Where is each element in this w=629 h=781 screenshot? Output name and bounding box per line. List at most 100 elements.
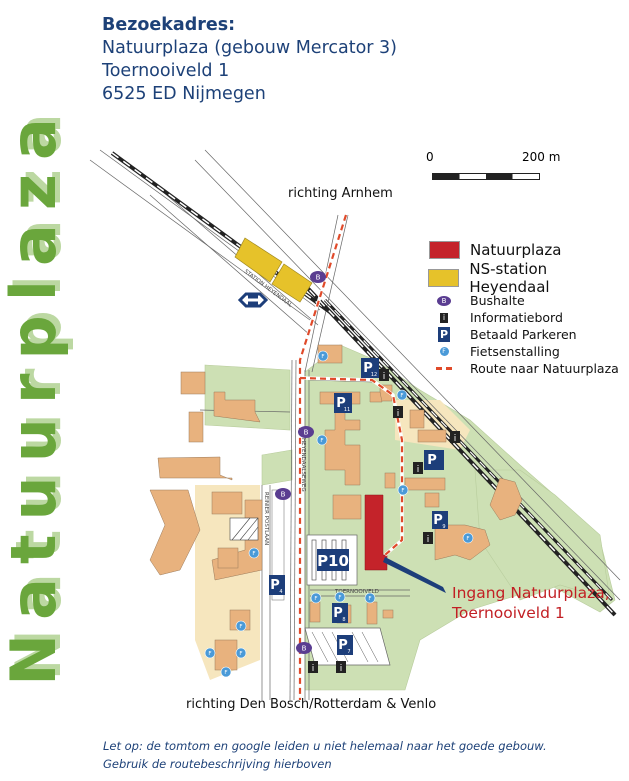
legend-label: NS-station Heyendaal: [469, 260, 550, 296]
bicycle-parking-label: F: [466, 536, 469, 542]
bicycle-parking-label: F: [321, 354, 324, 360]
parking-number: 7: [347, 649, 350, 655]
parking-icon[interactable]: [337, 635, 353, 655]
bicycle-parking-label: F: [320, 438, 323, 444]
bicycle-parking-icon[interactable]: [204, 647, 216, 659]
street-label: REINIER POSTLAAN: [263, 492, 269, 545]
info-board-label: i: [397, 409, 400, 419]
bicycle-parking-icon[interactable]: [220, 666, 232, 678]
bicycle-parking-label: F: [252, 551, 255, 557]
info-board-label: i: [417, 465, 420, 475]
bus-stop-icon[interactable]: [296, 642, 312, 654]
entrance-callout: Ingang Natuurplaza, Toernooiveld 1: [452, 583, 610, 623]
callout-line: Toernooiveld 1: [452, 604, 565, 622]
parking-label: P: [338, 638, 348, 653]
footer-line: Let op: de tomtom en google leiden u nie…: [103, 739, 547, 753]
bicycle-parking-label: F: [368, 596, 371, 602]
info-board-icon[interactable]: [413, 462, 423, 474]
info-board-icon: i: [440, 312, 448, 323]
legend-label: Bushalte: [470, 293, 525, 308]
legend-label: Betaald Parkeren: [470, 327, 577, 342]
bicycle-parking-icon[interactable]: [364, 592, 376, 604]
bicycle-parking-icon[interactable]: [397, 484, 409, 496]
parking-number: 8: [342, 617, 345, 623]
parking-icon[interactable]: [332, 603, 348, 623]
footer-note: Let op: de tomtom en google leiden u nie…: [103, 737, 547, 773]
direction-south: richting Den Bosch/Rotterdam & Venlo: [186, 697, 437, 712]
parking-icon[interactable]: [317, 549, 349, 571]
bicycle-parking-label: F: [400, 393, 403, 399]
bicycle-parking-label: F: [314, 596, 317, 602]
info-board-icon[interactable]: [379, 369, 389, 381]
info-board-icon[interactable]: [308, 661, 318, 673]
ns-logo-icon: [237, 292, 269, 308]
scale-start: 0: [426, 150, 434, 164]
bus-stop-icon[interactable]: [275, 488, 291, 500]
bicycle-parking-icon[interactable]: [248, 547, 260, 559]
legend-label: Route naar Natuurplaza: [470, 361, 619, 376]
info-board-icon[interactable]: [393, 406, 403, 418]
street-label: TOERNOOIVELD: [334, 589, 379, 595]
info-board-icon[interactable]: [423, 532, 433, 544]
address-line: Toernooiveld 1: [102, 61, 230, 81]
direction-north: richting Arnhem: [288, 186, 393, 201]
bicycle-parking-label: F: [224, 670, 227, 676]
bicycle-parking-icon: F: [439, 347, 449, 356]
footer-line: Gebruik de routebeschrijving hierboven: [103, 757, 332, 771]
bicycle-parking-label: F: [338, 595, 341, 601]
info-board-icon[interactable]: [336, 661, 346, 673]
bicycle-parking-icon[interactable]: [396, 389, 408, 401]
legend-item: Route naar Natuurplaza: [428, 360, 629, 377]
parking-number: 4: [279, 589, 282, 595]
parking-icon[interactable]: [269, 575, 285, 595]
legend-item: Natuurplaza: [428, 236, 629, 264]
bicycle-parking-icon[interactable]: [316, 434, 328, 446]
parking-number: 11: [344, 407, 350, 413]
bicycle-parking-icon[interactable]: [462, 532, 474, 544]
bicycle-parking-icon[interactable]: [334, 591, 346, 603]
bus-stop-label: B: [304, 429, 309, 437]
info-board-label: i: [454, 434, 457, 444]
address-line: 6525 ED Nijmegen: [102, 84, 266, 104]
legend-label: Informatiebord: [470, 310, 563, 325]
parking-icon[interactable]: [361, 358, 379, 378]
bus-stop-icon: B: [437, 295, 451, 306]
bicycle-parking-icon[interactable]: [235, 647, 247, 659]
natuurplaza-swatch: [428, 241, 460, 259]
construction-hatch: [231, 517, 259, 541]
bicycle-parking-icon[interactable]: [317, 350, 329, 362]
callout-line: Ingang Natuurplaza,: [452, 584, 610, 602]
legend-label: Fietsenstalling: [470, 344, 560, 359]
parking-icon[interactable]: [432, 511, 448, 529]
bicycle-parking-label: F: [208, 651, 211, 657]
ns-station-heyendaal: [234, 237, 313, 303]
bus-stop-icon[interactable]: [310, 271, 326, 283]
parking-label: P: [427, 453, 437, 468]
parking-icon[interactable]: [334, 393, 352, 413]
parking-lots: [271, 489, 391, 666]
bus-stop-icon[interactable]: [298, 426, 314, 438]
parking-label: P: [336, 396, 346, 411]
parking-label: P: [433, 513, 443, 528]
legend-item: i Informatiebord: [428, 309, 629, 326]
legend-item: F Fietsenstalling: [428, 343, 629, 360]
route-icon: [436, 367, 452, 370]
parking-icon: P: [438, 327, 450, 342]
bicycle-parking-label: F: [401, 488, 404, 494]
legend-label: Natuurplaza: [470, 241, 562, 259]
bus-stop-label: B: [281, 491, 286, 499]
info-board-label: i: [427, 535, 430, 545]
address-heading: Bezoekadres:: [102, 15, 236, 35]
info-board-label: i: [340, 664, 343, 674]
info-board-icon[interactable]: [450, 431, 460, 443]
bicycle-parking-icon[interactable]: [310, 592, 322, 604]
bicycle-parking-icon[interactable]: [235, 620, 247, 632]
bus-stop-label: B: [302, 645, 307, 653]
parking-icon[interactable]: [424, 450, 444, 470]
parking-label: P: [333, 606, 343, 621]
bus-stop-label: B: [316, 274, 321, 282]
legend-item: B Bushalte: [428, 292, 629, 309]
visiting-address: Bezoekadres: Natuurplaza (gebouw Mercato…: [102, 14, 397, 106]
